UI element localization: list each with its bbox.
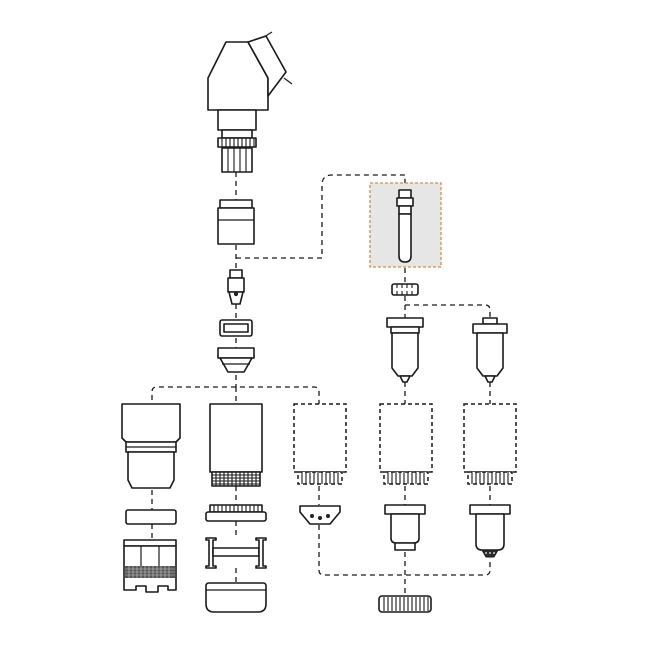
threaded-ring-knurl <box>213 505 259 512</box>
cartridge-2-tip <box>484 375 496 383</box>
cartridge-2-flange <box>472 323 508 334</box>
torch-head-cable-1 <box>263 31 273 38</box>
electrode-body <box>227 277 245 293</box>
small-deflector-body <box>299 505 341 525</box>
torch-head-thread-lines <box>221 138 255 147</box>
bottom-nozzle-2-flange <box>469 504 511 515</box>
bottom-nozzle-1-flange <box>384 504 426 515</box>
bottom-nozzle-1-body <box>390 513 420 544</box>
electrode-tip <box>228 291 244 305</box>
retaining-cup-body <box>209 403 263 473</box>
threaded-ring <box>205 504 267 522</box>
knurled-ring-body <box>378 595 432 613</box>
bottom-nozzle-1 <box>384 504 426 551</box>
retaining-cap <box>217 199 255 245</box>
ghost-cup-1 <box>293 403 347 485</box>
shield-cup-lower <box>127 451 175 489</box>
highlight-electrode-collar <box>396 197 414 207</box>
highlight-electrode-body <box>398 213 412 263</box>
ghost-cup-2 <box>379 403 433 485</box>
drag-guide-top-band <box>123 539 177 547</box>
bottom-nozzle-2 <box>469 504 511 558</box>
threaded-ring-bottom <box>205 511 267 522</box>
torch-head <box>207 31 293 173</box>
nozzle-flange <box>217 347 255 359</box>
highlight-electrode-ring <box>398 205 412 215</box>
ghost-cup-3-thread-lines <box>471 472 509 484</box>
drag-guide <box>123 539 177 593</box>
highlighted-electrode[interactable] <box>369 182 442 268</box>
small-deflector-hole-2 <box>318 516 322 520</box>
connector-cap-to-highlight <box>236 174 406 259</box>
cartridge-1-body <box>391 332 419 377</box>
swirl-ring-inner <box>223 323 249 333</box>
drag-guide-mesh-pattern <box>125 566 175 578</box>
spacer-ring <box>125 509 177 525</box>
ghost-cup-3 <box>463 403 517 485</box>
highlight-electrode-cap <box>398 189 412 199</box>
electrode-top <box>229 269 243 279</box>
deflector-right <box>255 537 267 569</box>
cartridge-nozzle-1 <box>386 317 424 383</box>
retaining-ring-cup <box>209 403 263 487</box>
electrode-hole <box>233 291 239 297</box>
ghost-cup-1-threads <box>297 471 343 485</box>
torch-head-fins <box>221 147 253 173</box>
small-deflector-hole-3 <box>326 514 330 518</box>
ghost-cup-3-threads <box>467 471 513 485</box>
nozzle-cone <box>219 357 253 373</box>
retaining-cap-body <box>217 207 255 245</box>
cartridge-1-flange <box>386 317 424 328</box>
connector-bottom-bus <box>318 525 491 596</box>
cartridge-2-body <box>476 332 504 377</box>
small-swirl-ring-slots <box>396 284 413 295</box>
ghost-cup-2-threads <box>383 471 429 485</box>
cartridge-2-top <box>482 317 498 325</box>
cartridge-1-collar <box>390 326 420 334</box>
shield-deflector <box>205 537 267 569</box>
deflector-left <box>205 537 217 569</box>
ghost-cup-1-thread-lines <box>301 472 339 484</box>
bottom-nozzle-2-dot-3 <box>493 552 495 554</box>
ohmic-cap <box>205 582 267 613</box>
torch-head-cable-2 <box>283 77 293 85</box>
deflector-bar <box>212 547 260 557</box>
ghost-cup-2-body <box>379 403 433 473</box>
torch-head-edge <box>247 41 269 79</box>
small-shield-deflector <box>299 505 341 525</box>
connector-small-swirl-to-cartridges <box>404 296 491 318</box>
small-deflector-hole-1 <box>310 514 314 518</box>
nozzle <box>217 347 255 373</box>
bottom-nozzle-2-body <box>475 513 505 551</box>
torch-head-fin-lines <box>227 148 247 172</box>
spacer-ring-body <box>125 509 177 525</box>
bottom-nozzle-1-tip <box>394 542 416 551</box>
connector-lines <box>151 172 491 596</box>
torch-head-threads <box>217 137 257 148</box>
small-swirl-ring-body <box>391 283 419 296</box>
torch-head-collar <box>221 129 253 139</box>
bottom-nozzle-2-dot-1 <box>485 552 487 554</box>
ghost-cup-1-body <box>293 403 347 473</box>
electrode <box>227 269 245 305</box>
ghost-cup-3-body <box>463 403 517 473</box>
shield-cup-upper <box>121 403 181 443</box>
retaining-cup-threads <box>212 472 260 486</box>
retaining-cap-top <box>219 199 253 209</box>
shield-cup <box>121 403 181 489</box>
swirl-ring <box>219 319 253 337</box>
knurled-ring-knurl <box>383 597 429 611</box>
ghost-cup-2-thread-lines <box>387 472 425 484</box>
bottom-nozzle-2-dot-2 <box>489 552 491 554</box>
ohmic-cap-body <box>205 582 267 613</box>
cartridge-1-tip <box>399 375 411 383</box>
cartridge-nozzle-2 <box>472 317 508 383</box>
knurled-ring <box>378 595 432 613</box>
torch-head-neck <box>217 109 257 131</box>
small-swirl-ring <box>391 283 419 296</box>
